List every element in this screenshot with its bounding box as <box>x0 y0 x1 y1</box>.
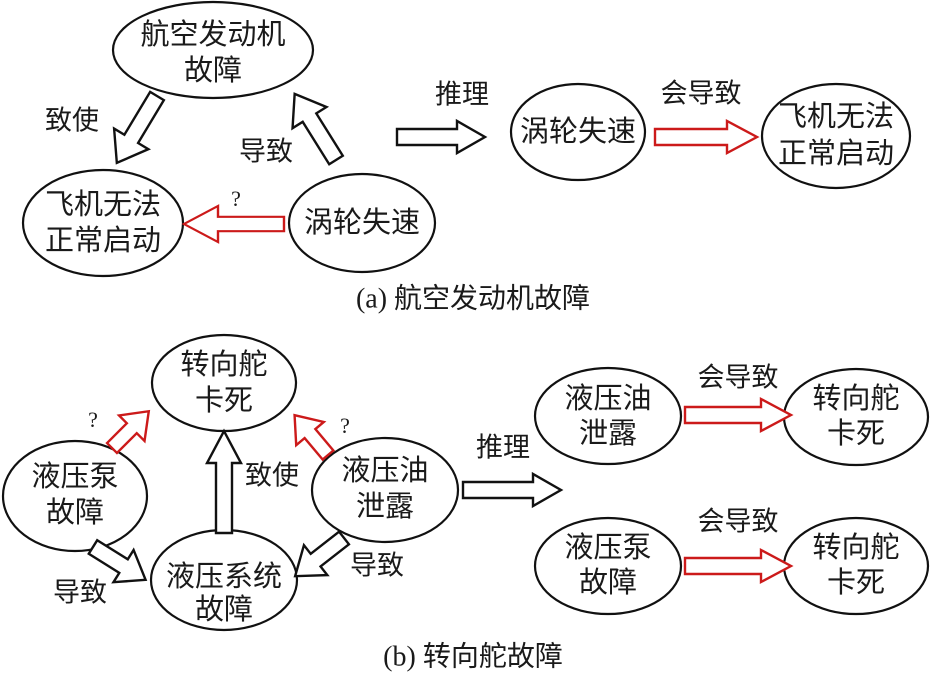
node-text: 故障 <box>184 53 242 87</box>
node-turbine-stall-right: 涡轮失速 <box>509 82 647 182</box>
node-text: 转向舵 <box>180 347 267 381</box>
node-system-fault: 液压系统 故障 <box>149 528 299 632</box>
arrow-engine-to-cannot-start <box>112 90 166 165</box>
arrow-will-cause-b1 <box>683 397 794 433</box>
label-infer-b: 推理 <box>476 433 530 464</box>
node-text: 故障 <box>579 565 637 599</box>
label-will-cause-b1: 会导致 <box>698 363 779 394</box>
label-question-right: ? <box>340 413 350 438</box>
node-turbine-stall-left: 涡轮失速 <box>287 172 437 274</box>
node-text: 航空发动机 <box>140 17 285 51</box>
node-text: 故障 <box>195 592 253 626</box>
node-engine-fault: 航空发动机 故障 <box>111 0 315 100</box>
label-will-cause-a: 会导致 <box>661 79 742 110</box>
label-question-left: ? <box>88 407 98 432</box>
node-cannot-start-left: 飞机无法 正常启动 <box>21 168 185 278</box>
arrow-leak-to-rudder-uncertain <box>293 413 336 462</box>
panel-b: 转向舵 卡死 液压泵 故障 液压油 泄露 液压系统 故障 液压油 泄露 转向舵 … <box>1 333 930 672</box>
label-infer-a: 推理 <box>435 80 489 111</box>
node-rudder-stuck-right-2: 转向舵 卡死 <box>782 516 930 616</box>
node-text: 泄露 <box>356 489 414 523</box>
arrow-leak-to-system <box>293 530 351 578</box>
label-pump-to-system: 导致 <box>53 578 107 609</box>
node-text: 卡死 <box>195 383 253 417</box>
arrow-stall-to-cannot-start-uncertain <box>181 204 286 244</box>
node-text: 涡轮失速 <box>304 205 420 239</box>
node-text: 液压泵 <box>564 530 651 564</box>
node-text: 正常启动 <box>45 223 161 257</box>
label-will-cause-b2: 会导致 <box>698 507 779 538</box>
label-engine-to-start: 致使 <box>45 106 99 137</box>
caption-b: (b) 转向舵故障 <box>383 640 563 672</box>
node-oil-leak-right: 液压油 泄露 <box>533 366 683 466</box>
label-leak-to-system: 导致 <box>350 551 404 582</box>
node-text: 转向舵 <box>812 381 899 415</box>
label-question: ? <box>231 186 241 211</box>
node-oil-leak: 液压油 泄露 <box>310 436 460 544</box>
arrow-infer-b <box>461 471 564 509</box>
node-text: 转向舵 <box>812 530 899 564</box>
label-system-to-rudder: 致使 <box>245 461 299 492</box>
arrow-will-cause-b2 <box>683 548 794 584</box>
arrow-infer-a <box>395 118 488 156</box>
node-rudder-stuck: 转向舵 卡死 <box>150 333 298 433</box>
node-text: 液压油 <box>564 381 651 415</box>
node-cannot-start-right: 飞机无法 正常启动 <box>760 82 912 190</box>
node-text: 液压泵 <box>31 459 118 493</box>
arrow-pump-to-rudder-uncertain <box>105 409 151 455</box>
node-text: 正常启动 <box>778 136 894 170</box>
node-text: 故障 <box>46 495 104 529</box>
node-text: 卡死 <box>827 416 885 450</box>
arrow-system-to-rudder <box>205 428 243 535</box>
label-stall-to-engine: 导致 <box>239 137 293 168</box>
caption-a: (a) 航空发动机故障 <box>356 282 590 314</box>
node-text: 涡轮失速 <box>520 114 636 148</box>
node-text: 卡死 <box>827 565 885 599</box>
node-rudder-stuck-right-1: 转向舵 卡死 <box>782 367 930 467</box>
node-pump-fault-right: 液压泵 故障 <box>533 516 683 616</box>
node-text: 液压油 <box>341 453 428 487</box>
node-pump-fault: 液压泵 故障 <box>1 439 149 553</box>
node-text: 泄露 <box>579 416 637 450</box>
arrow-pump-to-system <box>87 538 148 584</box>
node-text: 飞机无法 <box>778 99 894 133</box>
arrow-stall-to-engine <box>291 92 345 166</box>
arrow-will-cause-a <box>653 119 760 155</box>
node-text: 飞机无法 <box>45 187 161 221</box>
node-text: 液压系统 <box>166 559 282 593</box>
panel-a: 航空发动机 故障 飞机无法 正常启动 涡轮失速 涡轮失速 飞机无法 正常启动 致… <box>21 0 912 314</box>
